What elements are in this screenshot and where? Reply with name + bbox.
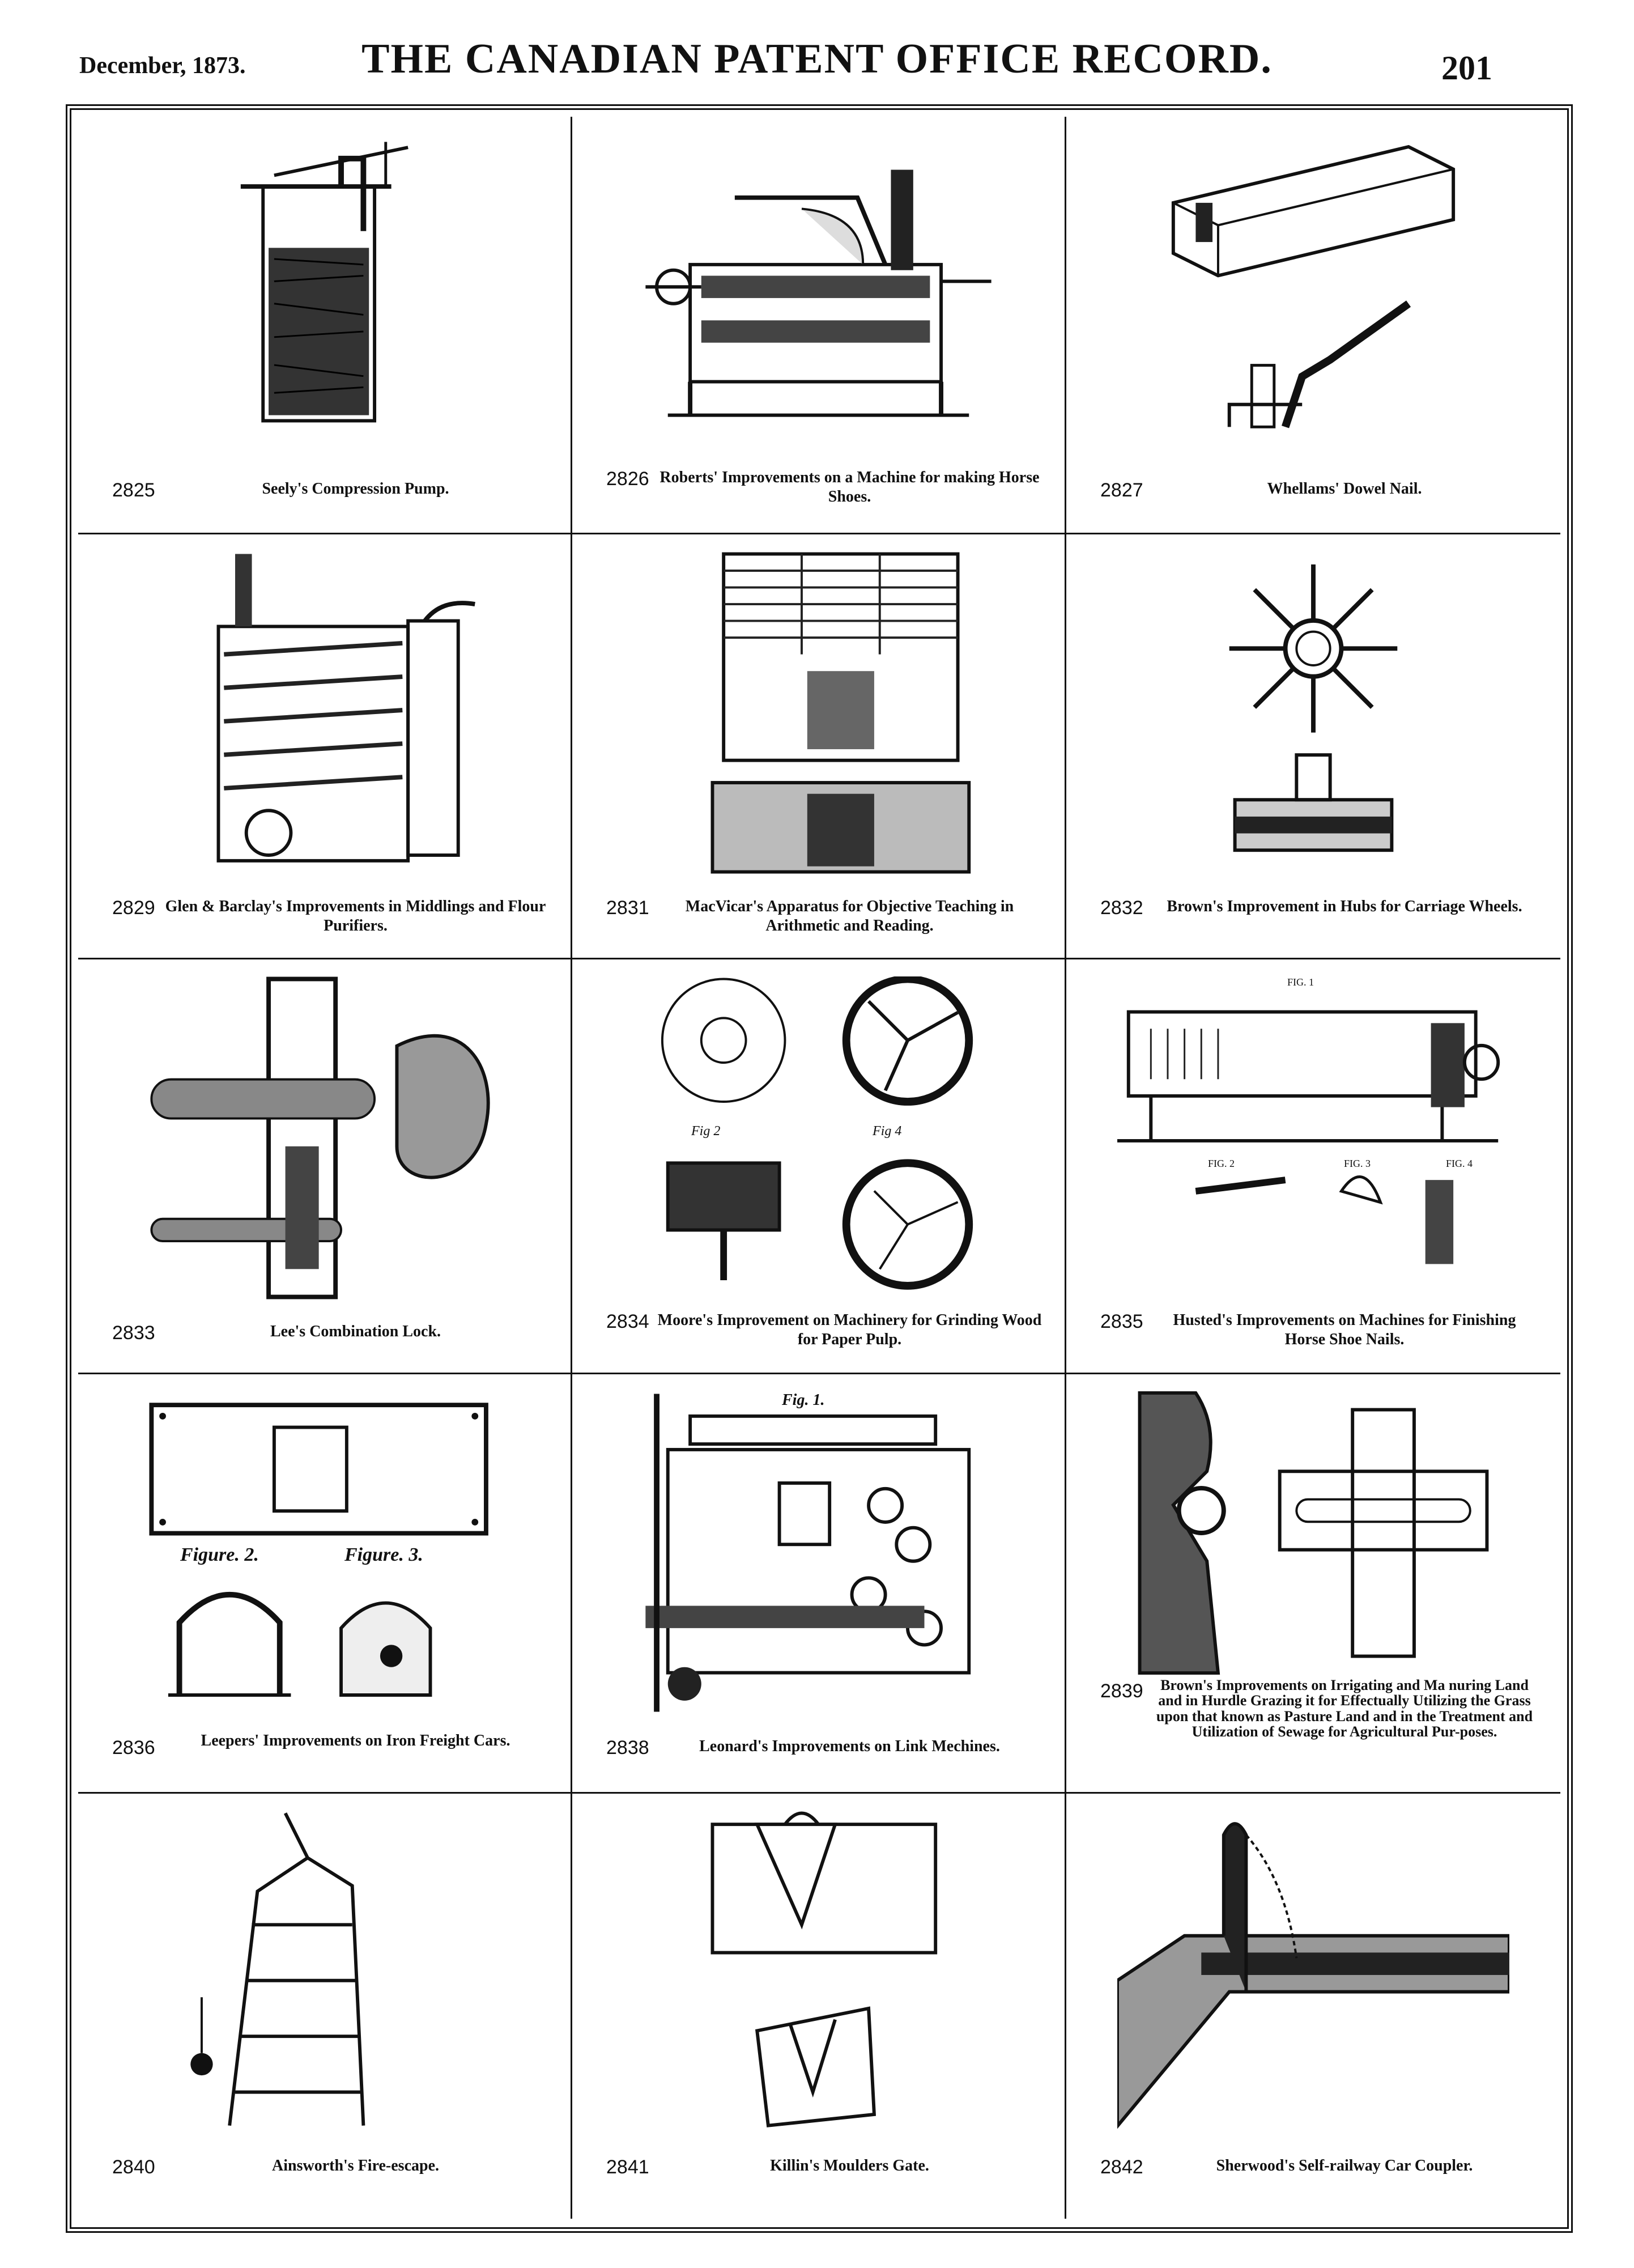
patent-cell-2825: 2825 Seely's Compression Pump.	[78, 117, 572, 534]
patent-number: 2832	[1100, 897, 1143, 919]
flour-purifier-drawing-icon	[129, 551, 520, 874]
patent-caption: Glen & Barclay's Improvements in Middlin…	[165, 898, 546, 935]
fig-4-label: Fig 4	[873, 1124, 902, 1139]
patent-number: 2827	[1100, 479, 1143, 501]
freight-car-drawing-icon: Figure. 2. Figure. 3.	[129, 1391, 520, 1714]
patent-caption: MacVicar's Apparatus for Objective Teach…	[685, 898, 1014, 935]
patent-number: 2825	[112, 479, 155, 501]
header-date: December, 1873.	[79, 53, 246, 79]
patent-caption: Seely's Compression Pump.	[262, 480, 449, 498]
patent-cell-2827: 2827 Whellams' Dowel Nail.	[1066, 117, 1560, 534]
fig-2-label: FIG. 2	[1208, 1158, 1235, 1169]
patent-cell-2832: 2832 Brown's Improvement in Hubs for Car…	[1066, 534, 1560, 959]
pulp-grinder-drawing-icon: Fig 2 Fig 4	[623, 975, 1014, 1299]
patent-cell-2841: 2841 Killin's Moulders Gate.	[572, 1794, 1066, 2219]
patent-number: 2834	[606, 1311, 649, 1332]
patent-cell-2839: 2839 Brown's Improvements on Irrigating …	[1066, 1374, 1560, 1794]
patent-cell-2842: 2842 Sherwood's Self-railway Car Coupler…	[1066, 1794, 1560, 2219]
patent-cell-2829: 2829 Glen & Barclay's Improvements in Mi…	[78, 534, 572, 959]
patent-cell-2836: Figure. 2. Figure. 3. 2836 Leepers' Impr…	[78, 1374, 572, 1794]
fig-1-label: Fig. 1.	[782, 1391, 825, 1409]
patent-caption: Ainsworth's Fire-escape.	[272, 2157, 439, 2174]
patent-cell-2834: Fig 2 Fig 4 2834 Moore's Improvement on …	[572, 959, 1066, 1374]
horseshoe-machine-drawing-icon	[623, 134, 1014, 457]
combination-lock-drawing-icon	[129, 976, 520, 1299]
fig-1-label: FIG. 1	[1287, 976, 1314, 988]
patent-caption: Husted's Improvements on Machines for Fi…	[1173, 1311, 1516, 1348]
patent-caption: Leepers' Improvements on Iron Freight Ca…	[201, 1732, 510, 1749]
patent-cell-2826: 2826 Roberts' Improvements on a Machine …	[572, 117, 1066, 534]
figure-2-label: Figure. 2.	[180, 1544, 259, 1565]
patent-number: 2840	[112, 2156, 155, 2178]
pump-drawing-icon	[129, 134, 520, 457]
patent-number: 2829	[112, 897, 155, 919]
fig-4-label: FIG. 4	[1446, 1158, 1473, 1169]
patent-number: 2838	[606, 1737, 649, 1759]
patent-caption: Leonard's Improvements on Link Mechines.	[699, 1738, 1000, 1755]
patent-number: 2839	[1100, 1680, 1143, 1702]
patent-cell-2838: Fig. 1. 2838 Leonard's Improvements on L…	[572, 1374, 1066, 1794]
patent-number: 2841	[606, 2156, 649, 2178]
patent-number: 2833	[112, 1322, 155, 1344]
moulders-gate-drawing-icon	[623, 1811, 1014, 2134]
car-coupler-drawing-icon	[1116, 1811, 1511, 2134]
patent-caption: Brown's Improvements on Irrigating and M…	[1156, 1677, 1533, 1740]
patent-plate-frame: 2825 Seely's Compression Pump.	[66, 104, 1573, 2233]
link-machine-drawing-icon: Fig. 1.	[623, 1391, 1014, 1714]
fig-2-label: Fig 2	[691, 1124, 721, 1139]
patent-caption: Lee's Combination Lock.	[270, 1323, 441, 1340]
patent-caption: Moore's Improvement on Machinery for Gri…	[657, 1311, 1042, 1348]
nail-finishing-machine-drawing-icon: FIG. 1 FIG. 2 FIG. 3 FIG. 4	[1117, 976, 1509, 1299]
header-title: THE CANADIAN PATENT OFFICE RECORD.	[361, 36, 1273, 82]
patent-number: 2831	[606, 897, 649, 919]
patent-number: 2842	[1100, 2156, 1143, 2178]
patent-number: 2835	[1100, 1311, 1143, 1332]
patent-cell-2840: 2840 Ainsworth's Fire-escape.	[78, 1794, 572, 2219]
patent-number: 2826	[606, 468, 649, 490]
fire-escape-drawing-icon	[129, 1811, 520, 2134]
wheel-hub-drawing-icon	[1117, 551, 1509, 874]
page-header: December, 1873. THE CANADIAN PATENT OFFI…	[0, 0, 1634, 113]
patent-number: 2836	[112, 1737, 155, 1759]
patent-caption: Brown's Improvement in Hubs for Carriage…	[1167, 898, 1522, 915]
figure-3-label: Figure. 3.	[344, 1544, 423, 1565]
teaching-apparatus-drawing-icon	[623, 551, 1014, 874]
patent-grid: 2825 Seely's Compression Pump.	[78, 117, 1560, 2220]
patent-cell-2833: 2833 Lee's Combination Lock.	[78, 959, 572, 1374]
irrigation-drawing-icon	[1117, 1391, 1509, 1675]
patent-cell-2831: 2831 MacVicar's Apparatus for Objective …	[572, 534, 1066, 959]
header-page-number: 201	[1441, 49, 1492, 87]
dowel-nail-drawing-icon	[1117, 134, 1509, 457]
patent-cell-2835: FIG. 1 FIG. 2 FIG. 3 FIG. 4 2835 Husted'…	[1066, 959, 1560, 1374]
patent-caption: Whellams' Dowel Nail.	[1267, 480, 1422, 498]
patent-caption: Sherwood's Self-railway Car Coupler.	[1216, 2157, 1473, 2174]
patent-caption: Roberts' Improvements on a Machine for m…	[659, 469, 1040, 506]
patent-caption: Killin's Moulders Gate.	[770, 2157, 929, 2174]
fig-3-label: FIG. 3	[1344, 1158, 1371, 1169]
